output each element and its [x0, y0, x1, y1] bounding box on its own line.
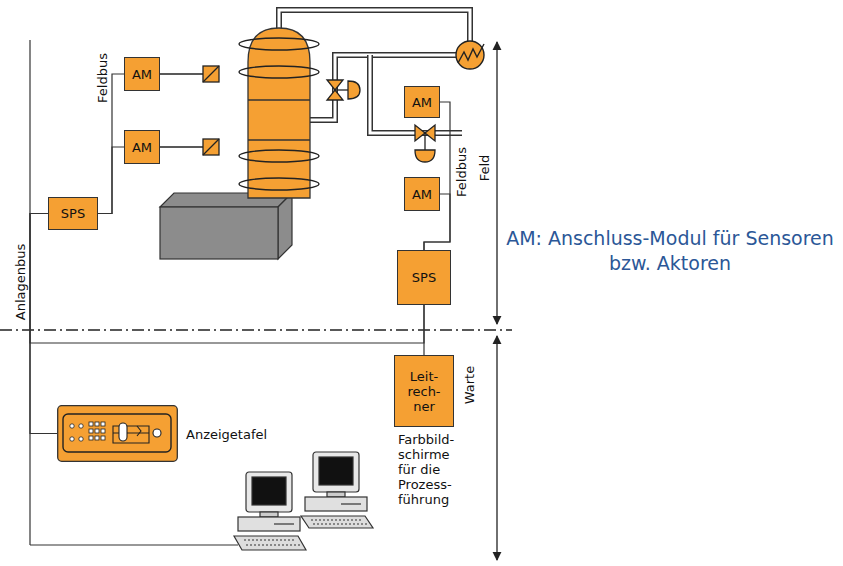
legend-note: AM: Anschluss-Modul für Sensoren bzw. Ak…: [500, 226, 840, 276]
module-box: AM: [404, 86, 440, 118]
workstation-label: Farbbild- schirme für die Prozess- führu…: [398, 432, 464, 507]
zone-divider: [0, 42, 512, 560]
box-label: AM: [132, 67, 152, 82]
plc-box: SPS: [397, 250, 451, 305]
box-label: AM: [412, 187, 432, 202]
bus-connector: [30, 214, 424, 344]
bus-connector: [423, 305, 424, 355]
control-computer-box: Leit- rech- ner: [394, 355, 454, 427]
box-label: SPS: [61, 206, 85, 221]
panel-graphic: [57, 405, 178, 462]
bus-label: Anlagenbus: [13, 243, 28, 321]
bus-label: Feldbus: [454, 146, 469, 198]
foundation-block: [160, 193, 292, 259]
bus-connector: [98, 147, 124, 214]
module-box: AM: [124, 57, 160, 91]
computer-workstation: [234, 452, 373, 550]
zone-label: Feld: [477, 154, 492, 183]
box-label: SPS: [412, 270, 436, 285]
bus-label: Feldbus: [95, 52, 110, 104]
bus-connector: [30, 214, 57, 434]
reactor-vessel: [239, 28, 319, 198]
display-panel: Anzeigetafel: [57, 405, 178, 462]
bus-connector: [424, 102, 450, 250]
module-box: AM: [404, 177, 440, 211]
plc-box: SPS: [48, 197, 98, 230]
box-label: AM: [412, 95, 432, 110]
box-label: Leit- rech- ner: [395, 369, 453, 414]
module-box: AM: [124, 130, 160, 164]
box-label: AM: [132, 140, 152, 155]
sensor-symbol: [160, 66, 219, 155]
heat-exchanger: [456, 41, 484, 69]
plant-bus: [30, 40, 238, 545]
zone-label: Warte: [462, 365, 477, 405]
panel-label: Anzeigetafel: [186, 426, 267, 441]
